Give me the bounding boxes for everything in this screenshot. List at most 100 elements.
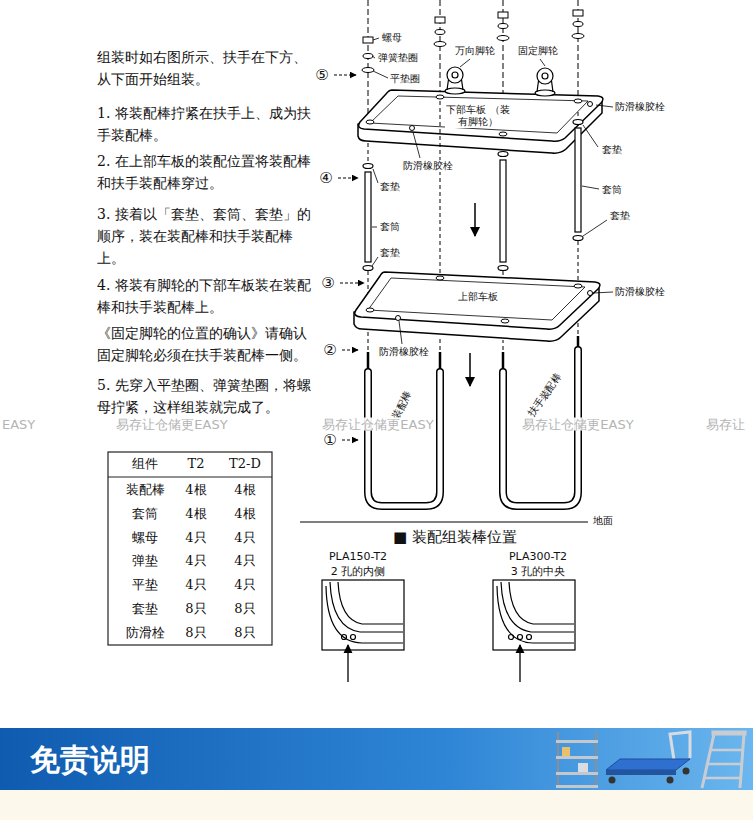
shelf-icon (578, 763, 588, 772)
sleeve-guide (578, 112, 579, 119)
instruction-text: 2. 在上部车板的装配位置将装配棒和扶手装配棒穿过。 (97, 150, 315, 194)
callout-number: ⑤ (315, 67, 328, 83)
leader-line (540, 59, 545, 66)
shelf-icon (556, 756, 598, 759)
upper-board (574, 284, 582, 288)
callout-number: ③ (321, 275, 334, 291)
ladder-icon (704, 777, 741, 780)
sleeve-guide (578, 241, 579, 283)
table-frame (108, 452, 272, 645)
leader-line (372, 227, 377, 228)
part-label: 平垫圈 (389, 73, 421, 85)
leader-line (460, 59, 470, 67)
nut-washer (498, 12, 508, 18)
leader-line (413, 132, 420, 158)
caster (542, 73, 548, 79)
instruction-text: 4. 将装有脚轮的下部车板装在装配棒和扶手装配棒上。 (97, 274, 315, 318)
nut-washer (435, 17, 445, 23)
instruction-text: 《固定脚轮的位置的确认》请确认固定脚轮必须在扶手装配棒一侧。 (97, 322, 315, 366)
part-label: 防滑橡胶栓 (378, 346, 430, 358)
lower-board (359, 90, 603, 141)
nut-washer (573, 10, 583, 16)
leader-line (593, 292, 613, 293)
inset-detail (501, 582, 574, 632)
cart-icon (667, 777, 674, 784)
cart-icon (670, 732, 690, 760)
table-frame (108, 476, 272, 477)
upper-board (436, 276, 444, 280)
part-label: 固定脚轮 (517, 45, 559, 57)
nut-washer (434, 42, 446, 47)
part-label: 防滑橡胶栓 (614, 101, 666, 113)
table-cell: 8只 (234, 625, 255, 641)
lower-board (499, 132, 507, 136)
callout-number: ② (323, 342, 336, 358)
instruction-text: 3. 接着以「套垫、套筒、套垫」的顺序，装在装配棒和扶手装配棒上。 (97, 203, 315, 269)
cart-icon (606, 759, 690, 770)
sleeve (575, 128, 581, 232)
callout-arrow (342, 350, 358, 351)
threaded-rod (368, 336, 578, 372)
caster (452, 72, 458, 78)
watermark: 易存让仓储更EASY (522, 418, 633, 431)
table-cell: 螺母 (132, 530, 158, 546)
upper-board (501, 319, 509, 323)
leader-line (373, 169, 378, 183)
table-cell: T2 (188, 456, 205, 472)
banner-ground (0, 790, 753, 820)
caster (535, 90, 555, 96)
leader-line (372, 56, 375, 58)
table-cell: 平垫 (132, 577, 158, 593)
inset-detail (509, 635, 514, 640)
part-label: 上部车板 (457, 291, 499, 303)
position-arrow (348, 645, 520, 682)
part-label: 弹簧垫圈 (377, 52, 419, 64)
nut-washer (497, 36, 509, 41)
table-cell: 4只 (234, 577, 255, 593)
caster (445, 88, 465, 94)
part-label: 套垫 (379, 247, 401, 259)
shelf-icon (556, 772, 598, 775)
sleeve (363, 120, 583, 271)
inset-detail (326, 586, 403, 643)
table-cell: T2-D (229, 456, 261, 472)
part-label: 地面 (592, 515, 614, 527)
part-label: 万向脚轮 (454, 45, 496, 57)
sleeve-guide (368, 143, 369, 162)
sleeve (498, 152, 508, 157)
model-label: 3 孔的中央 (511, 565, 566, 578)
assembly-rod (368, 372, 440, 506)
banner-ground (0, 728, 753, 820)
part-label: 套垫 (609, 210, 631, 222)
model-label: PLA300-T2 (509, 550, 567, 563)
inset-detail (322, 580, 404, 650)
part-label: 螺母 (381, 32, 403, 44)
table-cell: 4根 (185, 506, 206, 522)
inset-detail (351, 635, 356, 640)
ladder-icon (710, 749, 743, 752)
shelf-icon (562, 747, 570, 756)
cart-icon (606, 770, 676, 775)
lower-board (436, 95, 444, 99)
part-label: 套筒 (379, 221, 401, 233)
table-cell: 4只 (185, 577, 206, 593)
table-cell: 套垫 (132, 601, 158, 617)
model-label: 2 孔的内侧 (331, 565, 386, 578)
caster (447, 67, 463, 83)
sleeve (498, 266, 508, 271)
part-label: 套筒 (601, 184, 623, 196)
leader-line (596, 105, 613, 107)
table-cell: 8只 (185, 601, 206, 617)
nut-washer (435, 30, 445, 35)
nut-washer (498, 24, 508, 29)
sleeve (363, 266, 373, 271)
ladder-icon (702, 734, 714, 788)
sleeve (363, 164, 373, 169)
table-cell: 弹垫 (132, 553, 158, 569)
upper-board (588, 291, 593, 296)
table-cell: 4只 (185, 553, 206, 569)
lower-board (574, 99, 582, 103)
section-heading: ■ 装配组装棒位置 (390, 528, 520, 546)
cart-icon (683, 768, 690, 775)
